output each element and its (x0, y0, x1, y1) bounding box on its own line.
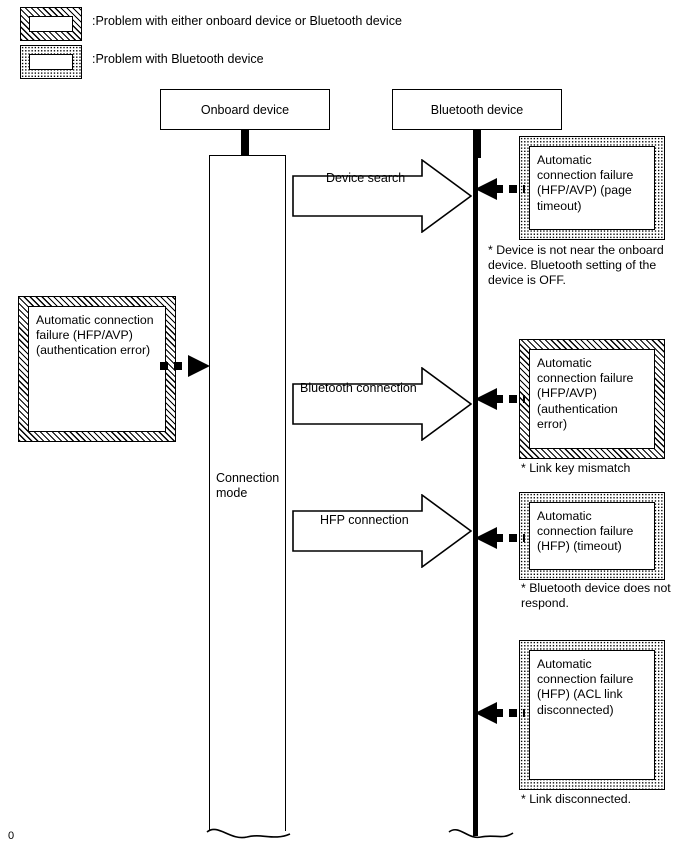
problem-box-hfp-timeout-text: Automatic connection failure (HFP) (time… (529, 502, 655, 570)
problem-box-acl-link-disconnected: Automatic connection failure (HFP) (ACL … (519, 640, 665, 790)
bluetooth-stem (473, 130, 481, 158)
problem-box-page-timeout: Automatic connection failure (HFP/AVP) (… (519, 136, 665, 240)
problem-box-left-text: Automatic connection failure (HFP/AVP) (… (28, 306, 166, 432)
flow-label-bluetooth-connection: Bluetooth connection (300, 381, 417, 395)
dashed-arrow-hfp-timeout (473, 525, 525, 551)
flow-arrow-bluetooth-connection (292, 367, 472, 441)
flow-arrow-device-search (292, 159, 472, 233)
problem-box-left-authentication-error: Automatic connection failure (HFP/AVP) (… (18, 296, 176, 442)
problem-note-hfp-timeout: * Bluetooth device does not respond. (521, 581, 671, 611)
problem-box-hfp-timeout: Automatic connection failure (HFP) (time… (519, 492, 665, 580)
problem-box-authentication-error: Automatic connection failure (HFP/AVP) (… (519, 339, 665, 459)
page-marker: 0 (8, 830, 15, 842)
header-box-onboard-device: Onboard device (160, 89, 330, 130)
header-label-onboard-device: Onboard device (200, 102, 290, 117)
dashed-arrow-left-to-onboard (160, 353, 212, 379)
legend-label-hatched: :Problem with either onboard device or B… (92, 14, 402, 28)
onboard-stem (241, 130, 249, 158)
dashed-arrow-acl-link-disconnected (473, 700, 525, 726)
legend-swatch-hatched-inner (29, 16, 73, 32)
header-box-bluetooth-device: Bluetooth device (392, 89, 562, 130)
flow-label-hfp-connection: HFP connection (320, 513, 409, 527)
flow-arrow-hfp-connection (292, 494, 472, 568)
header-label-bluetooth-device: Bluetooth device (430, 102, 524, 117)
dashed-arrow-page-timeout (473, 176, 525, 202)
bluetooth-lifeline (473, 155, 478, 836)
legend-label-dotted: :Problem with Bluetooth device (92, 52, 264, 66)
flow-label-device-search: Device search (326, 171, 406, 185)
onboard-lifeline-break (204, 822, 294, 846)
bluetooth-lifeline-break (446, 822, 516, 846)
dashed-arrow-authentication-error (473, 386, 525, 412)
problem-box-page-timeout-text: Automatic connection failure (HFP/AVP) (… (529, 146, 655, 230)
problem-note-page-timeout: * Device is not near the onboard device.… (488, 243, 664, 288)
problem-box-authentication-error-text: Automatic connection failure (HFP/AVP) (… (529, 349, 655, 449)
problem-note-authentication-error: * Link key mismatch (521, 461, 631, 475)
problem-note-acl-link-disconnected: * Link disconnected. (521, 792, 632, 806)
connection-mode-activation-bar (209, 155, 286, 831)
problem-box-acl-link-disconnected-text: Automatic connection failure (HFP) (ACL … (529, 650, 655, 780)
legend-swatch-dotted (20, 45, 82, 79)
legend-swatch-hatched (20, 7, 82, 41)
legend-swatch-dotted-inner (29, 54, 73, 70)
